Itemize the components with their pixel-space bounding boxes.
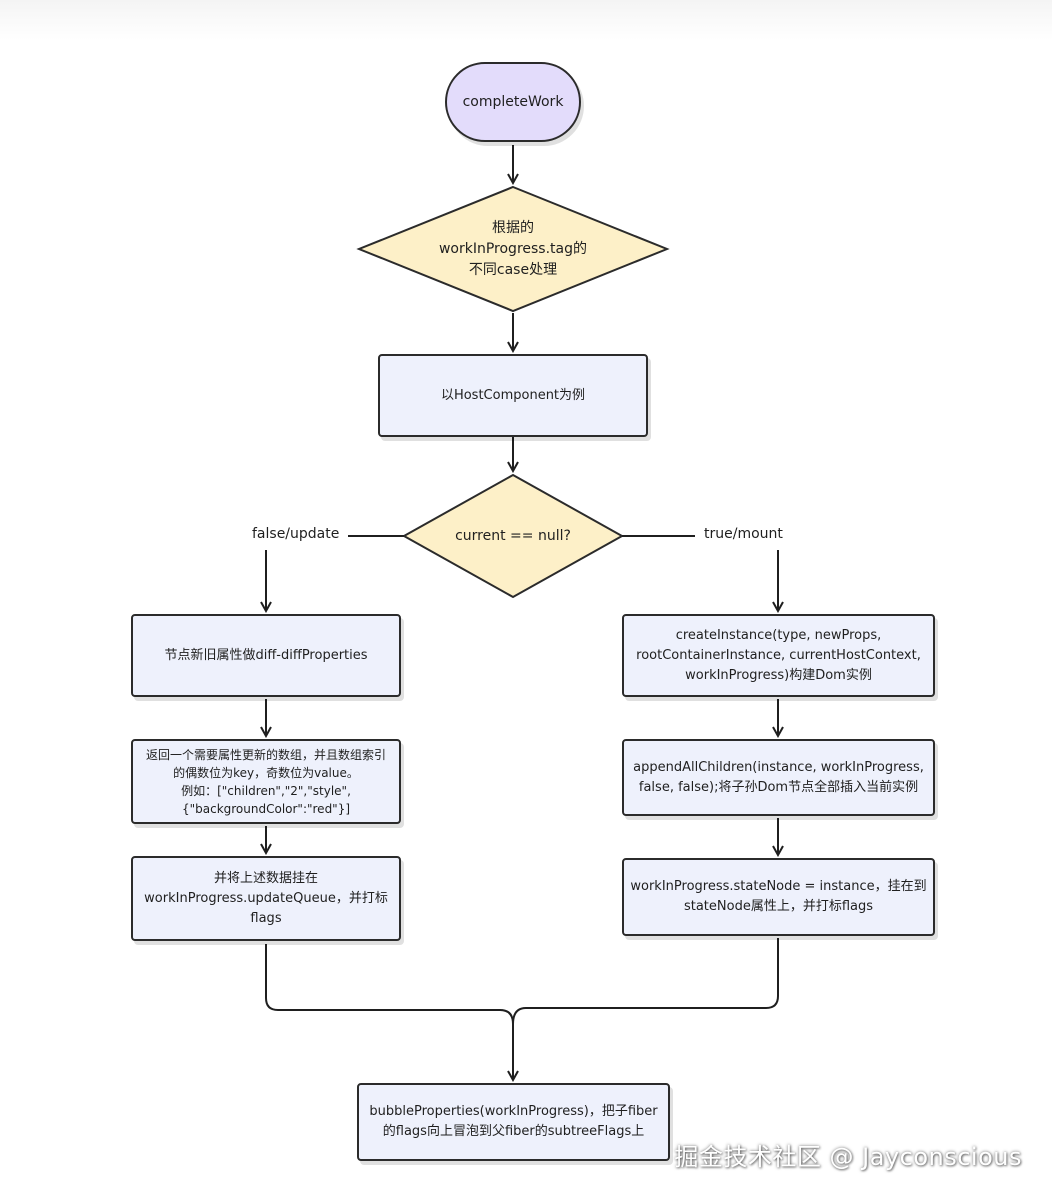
host-component-label: 以HostComponent为例 — [440, 387, 586, 403]
decision-current-label: current == null? — [455, 527, 571, 544]
diff-properties-node: 节点新旧属性做diff-diffProperties — [131, 614, 401, 697]
true-branch-label: true/mount — [700, 526, 787, 542]
update-array-node: 返回一个需要属性更新的数组，并且数组索引 的偶数位为key，奇数位为value。… — [131, 739, 401, 824]
edge-queue-merge — [265, 944, 514, 1025]
state-node-label: workInProgress.stateNode = instance，挂在到 … — [630, 879, 927, 914]
start-node-label: completeWork — [462, 94, 564, 110]
edge-state-merge — [512, 938, 779, 1025]
decision-current-diamond — [401, 473, 625, 599]
bubble-properties-node: bubbleProperties(workInProgress)，把子fiber… — [357, 1083, 670, 1161]
false-branch-label: false/update — [248, 526, 344, 542]
append-children-label: appendAllChildren(instance, workInProgre… — [633, 759, 924, 795]
update-queue-node: 并将上述数据挂在 workInProgress.updateQueue，并打标f… — [131, 856, 401, 941]
watermark: 掘金技术社区 @ Jayconscious — [674, 1143, 1022, 1171]
update-array-label: 返回一个需要属性更新的数组，并且数组索引 的偶数位为key，奇数位为value。… — [145, 747, 386, 816]
decision-tag-label: 根据的 workInProgress.tag的 不同case处理 — [438, 219, 588, 278]
create-instance-node: createInstance(type, newProps, rootConta… — [622, 614, 935, 697]
create-instance-label: createInstance(type, newProps, rootConta… — [636, 627, 921, 683]
diff-properties-label: 节点新旧属性做diff-diffProperties — [164, 647, 368, 663]
update-queue-label: 并将上述数据挂在 workInProgress.updateQueue，并打标f… — [144, 870, 388, 926]
append-children-node: appendAllChildren(instance, workInProgre… — [622, 739, 935, 816]
decision-tag-diamond — [356, 185, 670, 313]
start-node: completeWork — [445, 62, 581, 142]
state-node-node: workInProgress.stateNode = instance，挂在到 … — [622, 858, 935, 936]
host-component-node: 以HostComponent为例 — [378, 354, 648, 437]
bubble-properties-label: bubbleProperties(workInProgress)，把子fiber… — [369, 1104, 658, 1139]
